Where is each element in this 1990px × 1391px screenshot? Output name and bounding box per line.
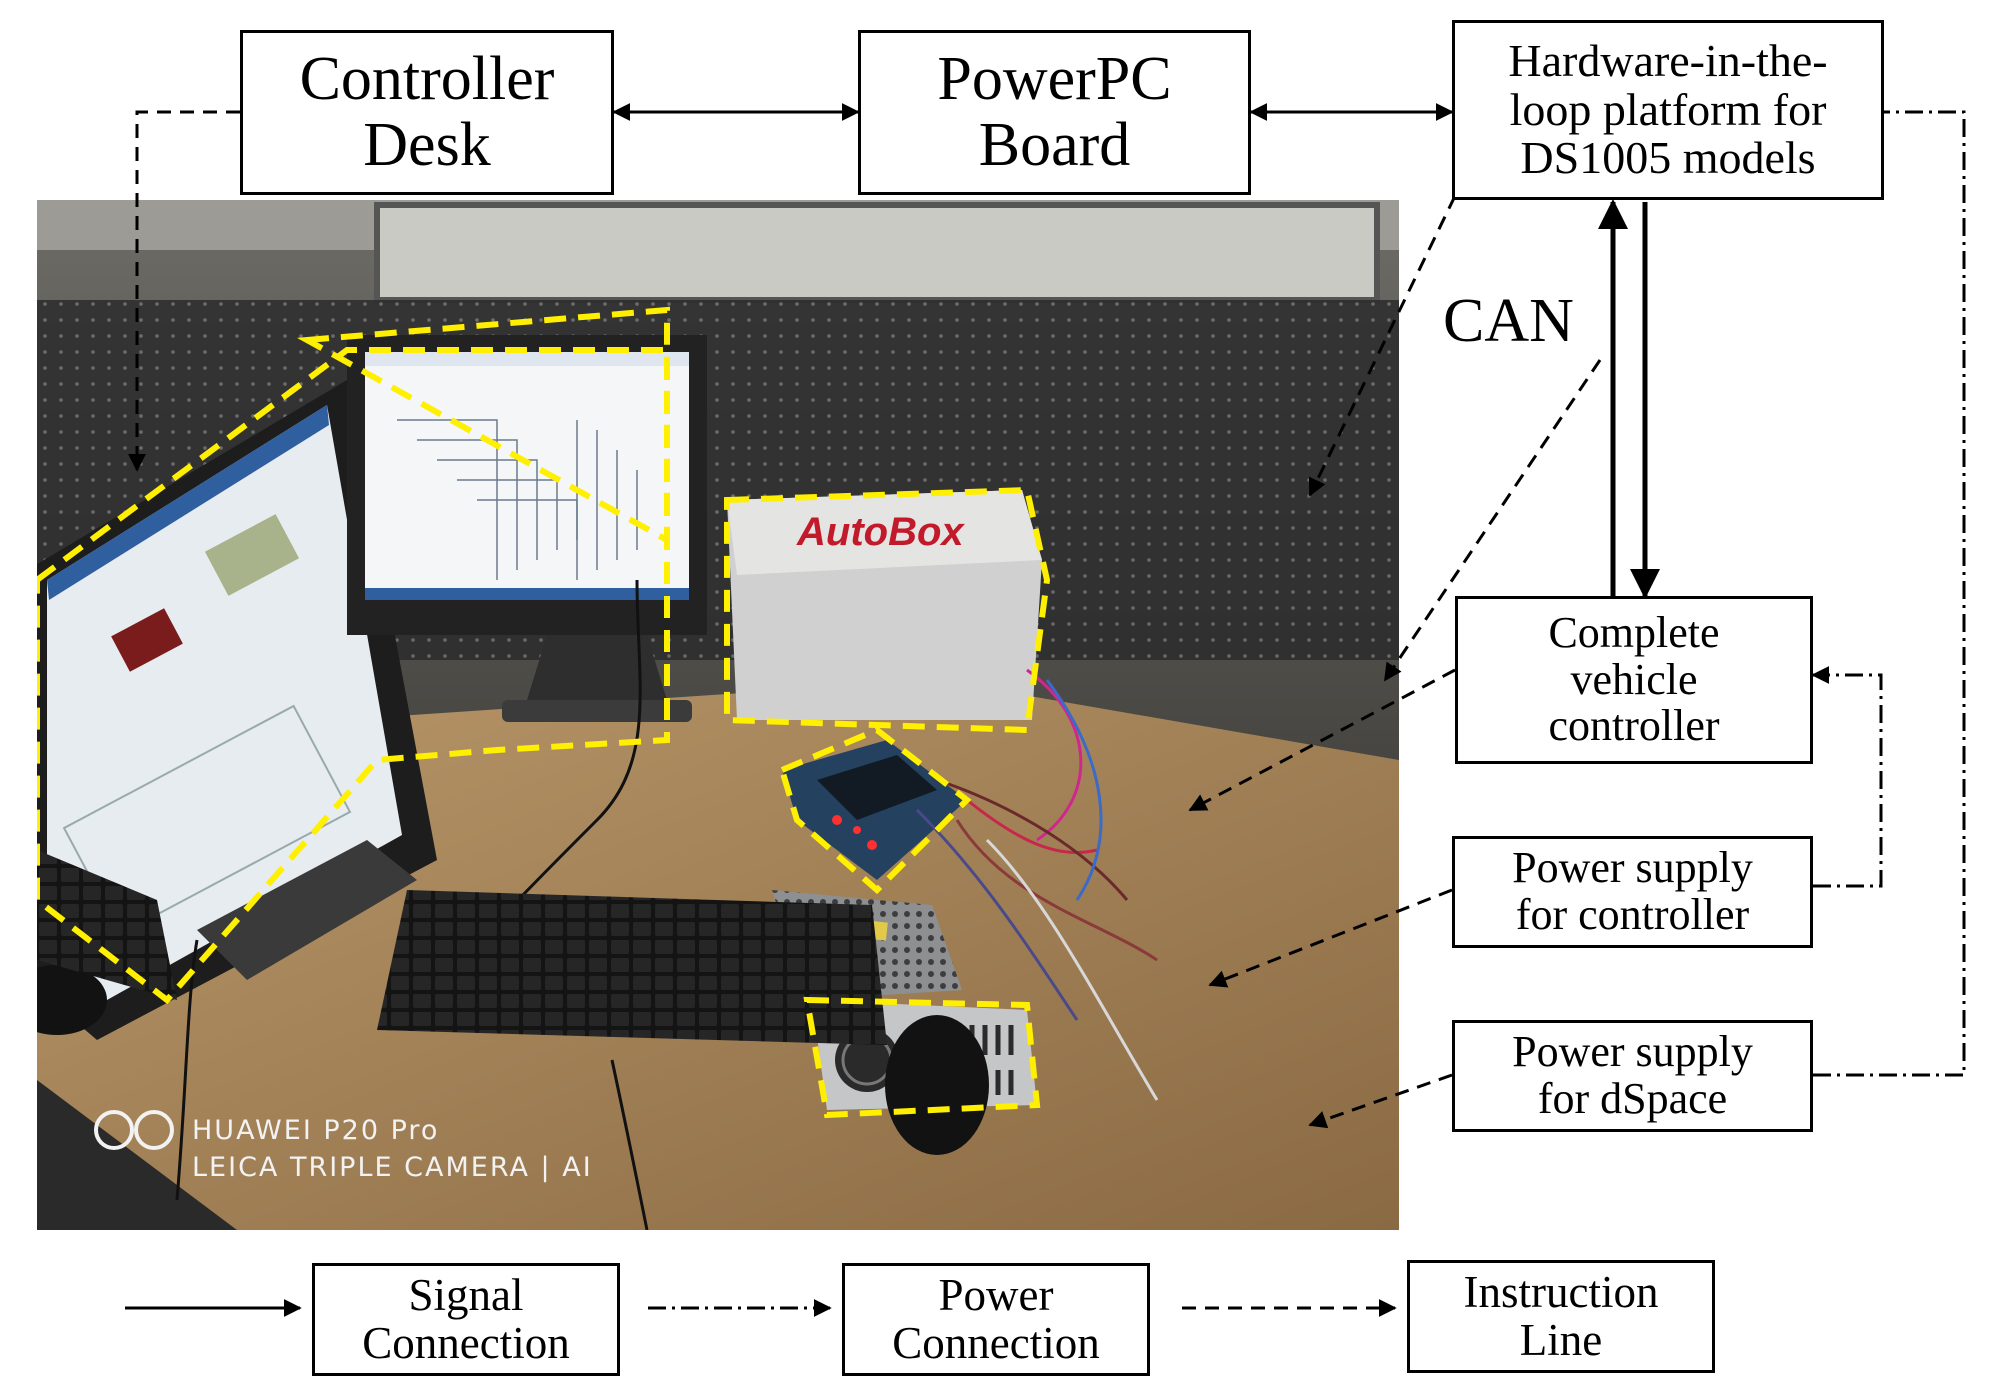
highlight-autobox [724,486,1051,734]
powerpc-board-label-1: PowerPC [937,44,1172,113]
power-supply-controller-label-1: Power supply [1512,843,1753,893]
highlight-dspace-supply [803,996,1041,1119]
power-psu-dspace-to-hil [1813,110,1966,1077]
watermark-line2: LEICA TRIPLE CAMERA | AI [192,1152,593,1183]
legend-signal-box: Signal Connection [312,1263,620,1376]
power-supply-dspace-box: Power supply for dSpace [1452,1020,1813,1132]
vehicle-controller-label-3: controller [1548,701,1720,751]
mouse [885,1015,989,1155]
vehicle-controller-label-2: vehicle [1570,654,1698,704]
watermark-line1: HUAWEI P20 Pro [192,1115,440,1146]
controller-desk-box: Controller Desk [240,30,614,195]
legend-instruction-label-2: Line [1519,1314,1603,1365]
center-monitor-screen [365,352,689,600]
can-label: CAN [1443,287,1574,355]
autobox-logo: AutoBox [796,510,965,554]
legend-power-label-2: Connection [892,1317,1100,1368]
highlight-regions [37,306,1051,1119]
highlight-controller-desk [37,347,670,1005]
powerpc-board-label-2: Board [978,110,1131,179]
power-supply-dspace-label-1: Power supply [1512,1027,1753,1077]
legend-instruction-box: Instruction Line [1407,1260,1715,1373]
photo-scene: AutoBox [37,200,1399,1230]
legend-signal-label-1: Signal [408,1269,524,1320]
highlight-controller-board [778,726,972,895]
power-psu-to-vcu [1811,666,1883,888]
controller-desk-label-2: Desk [363,110,491,179]
hil-platform-label-3: DS1005 models [1520,132,1816,184]
vehicle-controller-label-1: Complete [1548,608,1720,658]
powerpc-board-box: PowerPC Board [858,30,1251,195]
partition-window [374,202,1380,303]
hil-platform-label-1: Hardware-in-the- [1508,34,1828,86]
legend-power-label-1: Power [938,1269,1054,1320]
legend-power-box: Power Connection [842,1263,1150,1376]
left-monitor-screen [47,405,402,1000]
lab-setup-photo: AutoBox [37,200,1399,1230]
vehicle-controller-box: Complete vehicle controller [1455,596,1813,764]
controller-desk-label-1: Controller [299,44,555,113]
power-supply-controller-box: Power supply for controller [1452,836,1813,948]
hil-platform-label-2: loop platform for [1509,83,1827,135]
keyboard [377,890,887,1045]
highlight-center-monitor [296,306,670,546]
hil-platform-box: Hardware-in-the- loop platform for DS100… [1452,20,1884,200]
camera-logo-icon [94,1110,174,1150]
legend-instruction-label-1: Instruction [1463,1266,1659,1317]
power-supply-controller-label-2: for controller [1515,890,1750,939]
legend-signal-label-2: Connection [362,1317,570,1368]
power-supply-dspace-label-2: for dSpace [1537,1074,1728,1123]
